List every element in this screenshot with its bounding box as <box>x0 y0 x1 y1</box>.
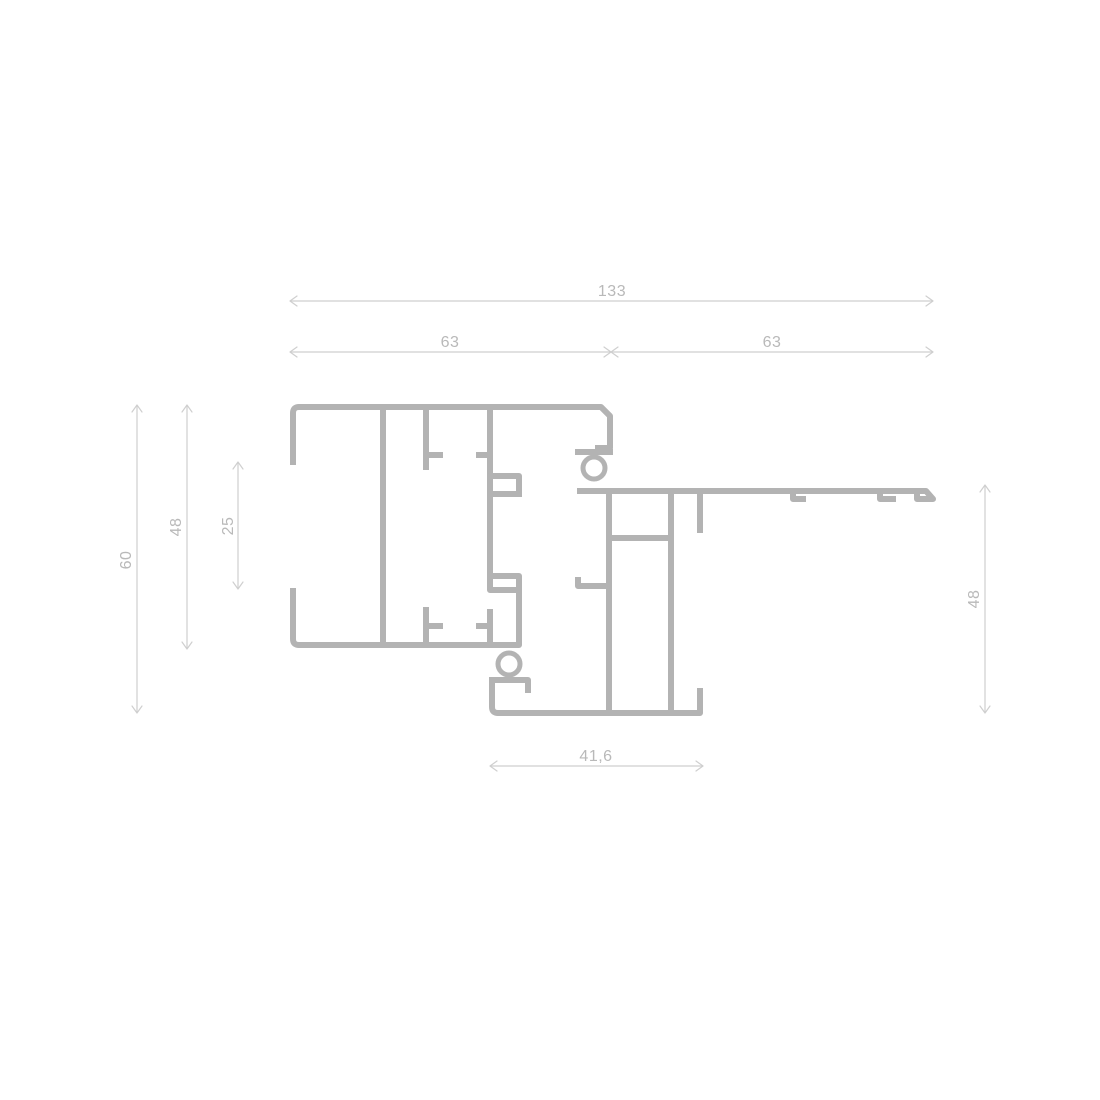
dimension-right-width: 63 <box>610 334 934 358</box>
label-overall-width: 133 <box>598 283 626 300</box>
sash-chamber <box>487 473 522 593</box>
frame-bottom-wall <box>489 677 703 716</box>
label-bottom-width: 41,6 <box>579 748 612 765</box>
label-left-width: 63 <box>441 334 460 351</box>
dimension-right-height: 48 <box>966 484 991 714</box>
label-right-width: 63 <box>763 334 782 351</box>
frame-left-lip <box>575 577 612 589</box>
sash-outer-wall <box>290 404 613 465</box>
dimension-sash-height: 48 <box>168 404 193 650</box>
profile-cross-section <box>290 404 936 716</box>
label-glazing-height: 25 <box>220 517 237 536</box>
sash-bottom-wall <box>290 577 522 648</box>
gasket-bottom <box>490 650 528 683</box>
frame-top-tip <box>877 488 896 502</box>
dimension-left-width: 63 <box>289 334 612 358</box>
dimension-overall-width: 133 <box>289 283 934 307</box>
dimension-bottom-width: 41,6 <box>489 748 704 772</box>
frame-top-lip <box>790 488 806 502</box>
dimension-frame-height: 60 <box>118 404 143 714</box>
dimension-glazing-height: 25 <box>220 461 244 590</box>
frame-top-wall <box>577 488 936 502</box>
label-sash-height: 48 <box>168 518 185 537</box>
gasket-top <box>575 449 613 482</box>
label-right-height: 48 <box>966 590 983 609</box>
label-frame-height: 60 <box>118 551 135 570</box>
